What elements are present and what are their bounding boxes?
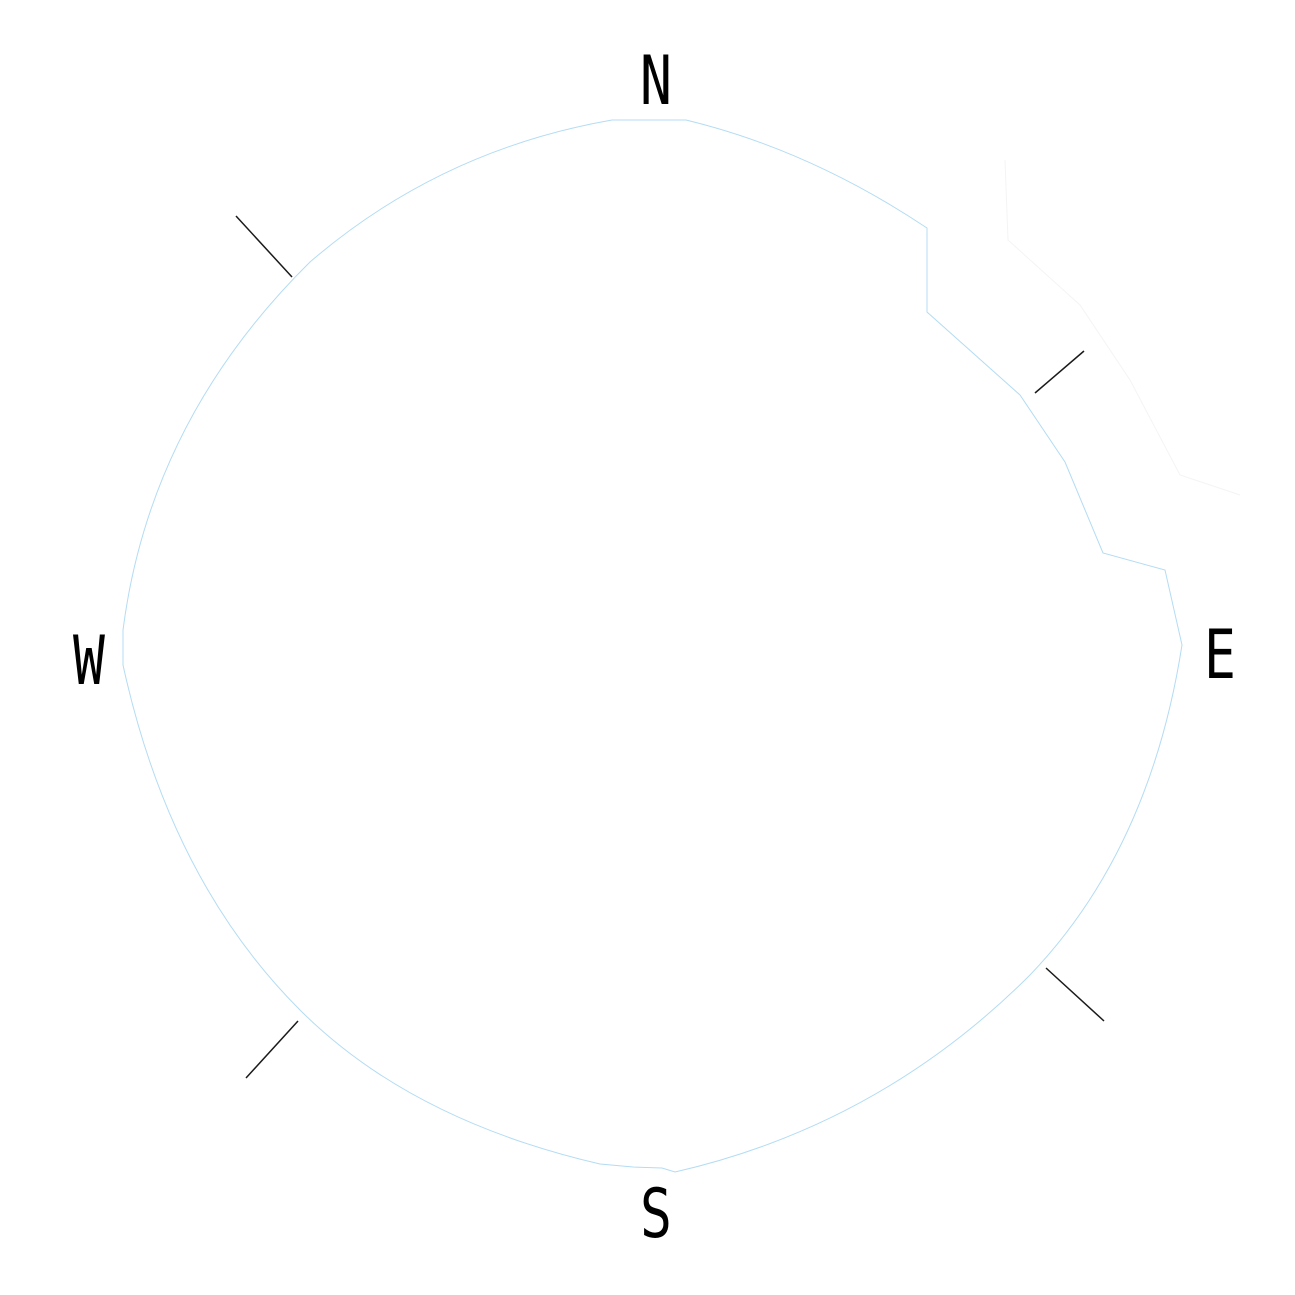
tick-northwest (235, 215, 293, 278)
boundary-outline (122, 119, 1183, 1173)
label-north: N (640, 42, 672, 121)
label-south: S (640, 1175, 672, 1254)
tick-northeast (1034, 350, 1085, 394)
tick-southeast (1045, 967, 1105, 1022)
label-west: W (73, 622, 105, 701)
label-east: E (1204, 616, 1236, 695)
tick-southwest (245, 1020, 299, 1079)
faint-outline (1004, 159, 1241, 496)
